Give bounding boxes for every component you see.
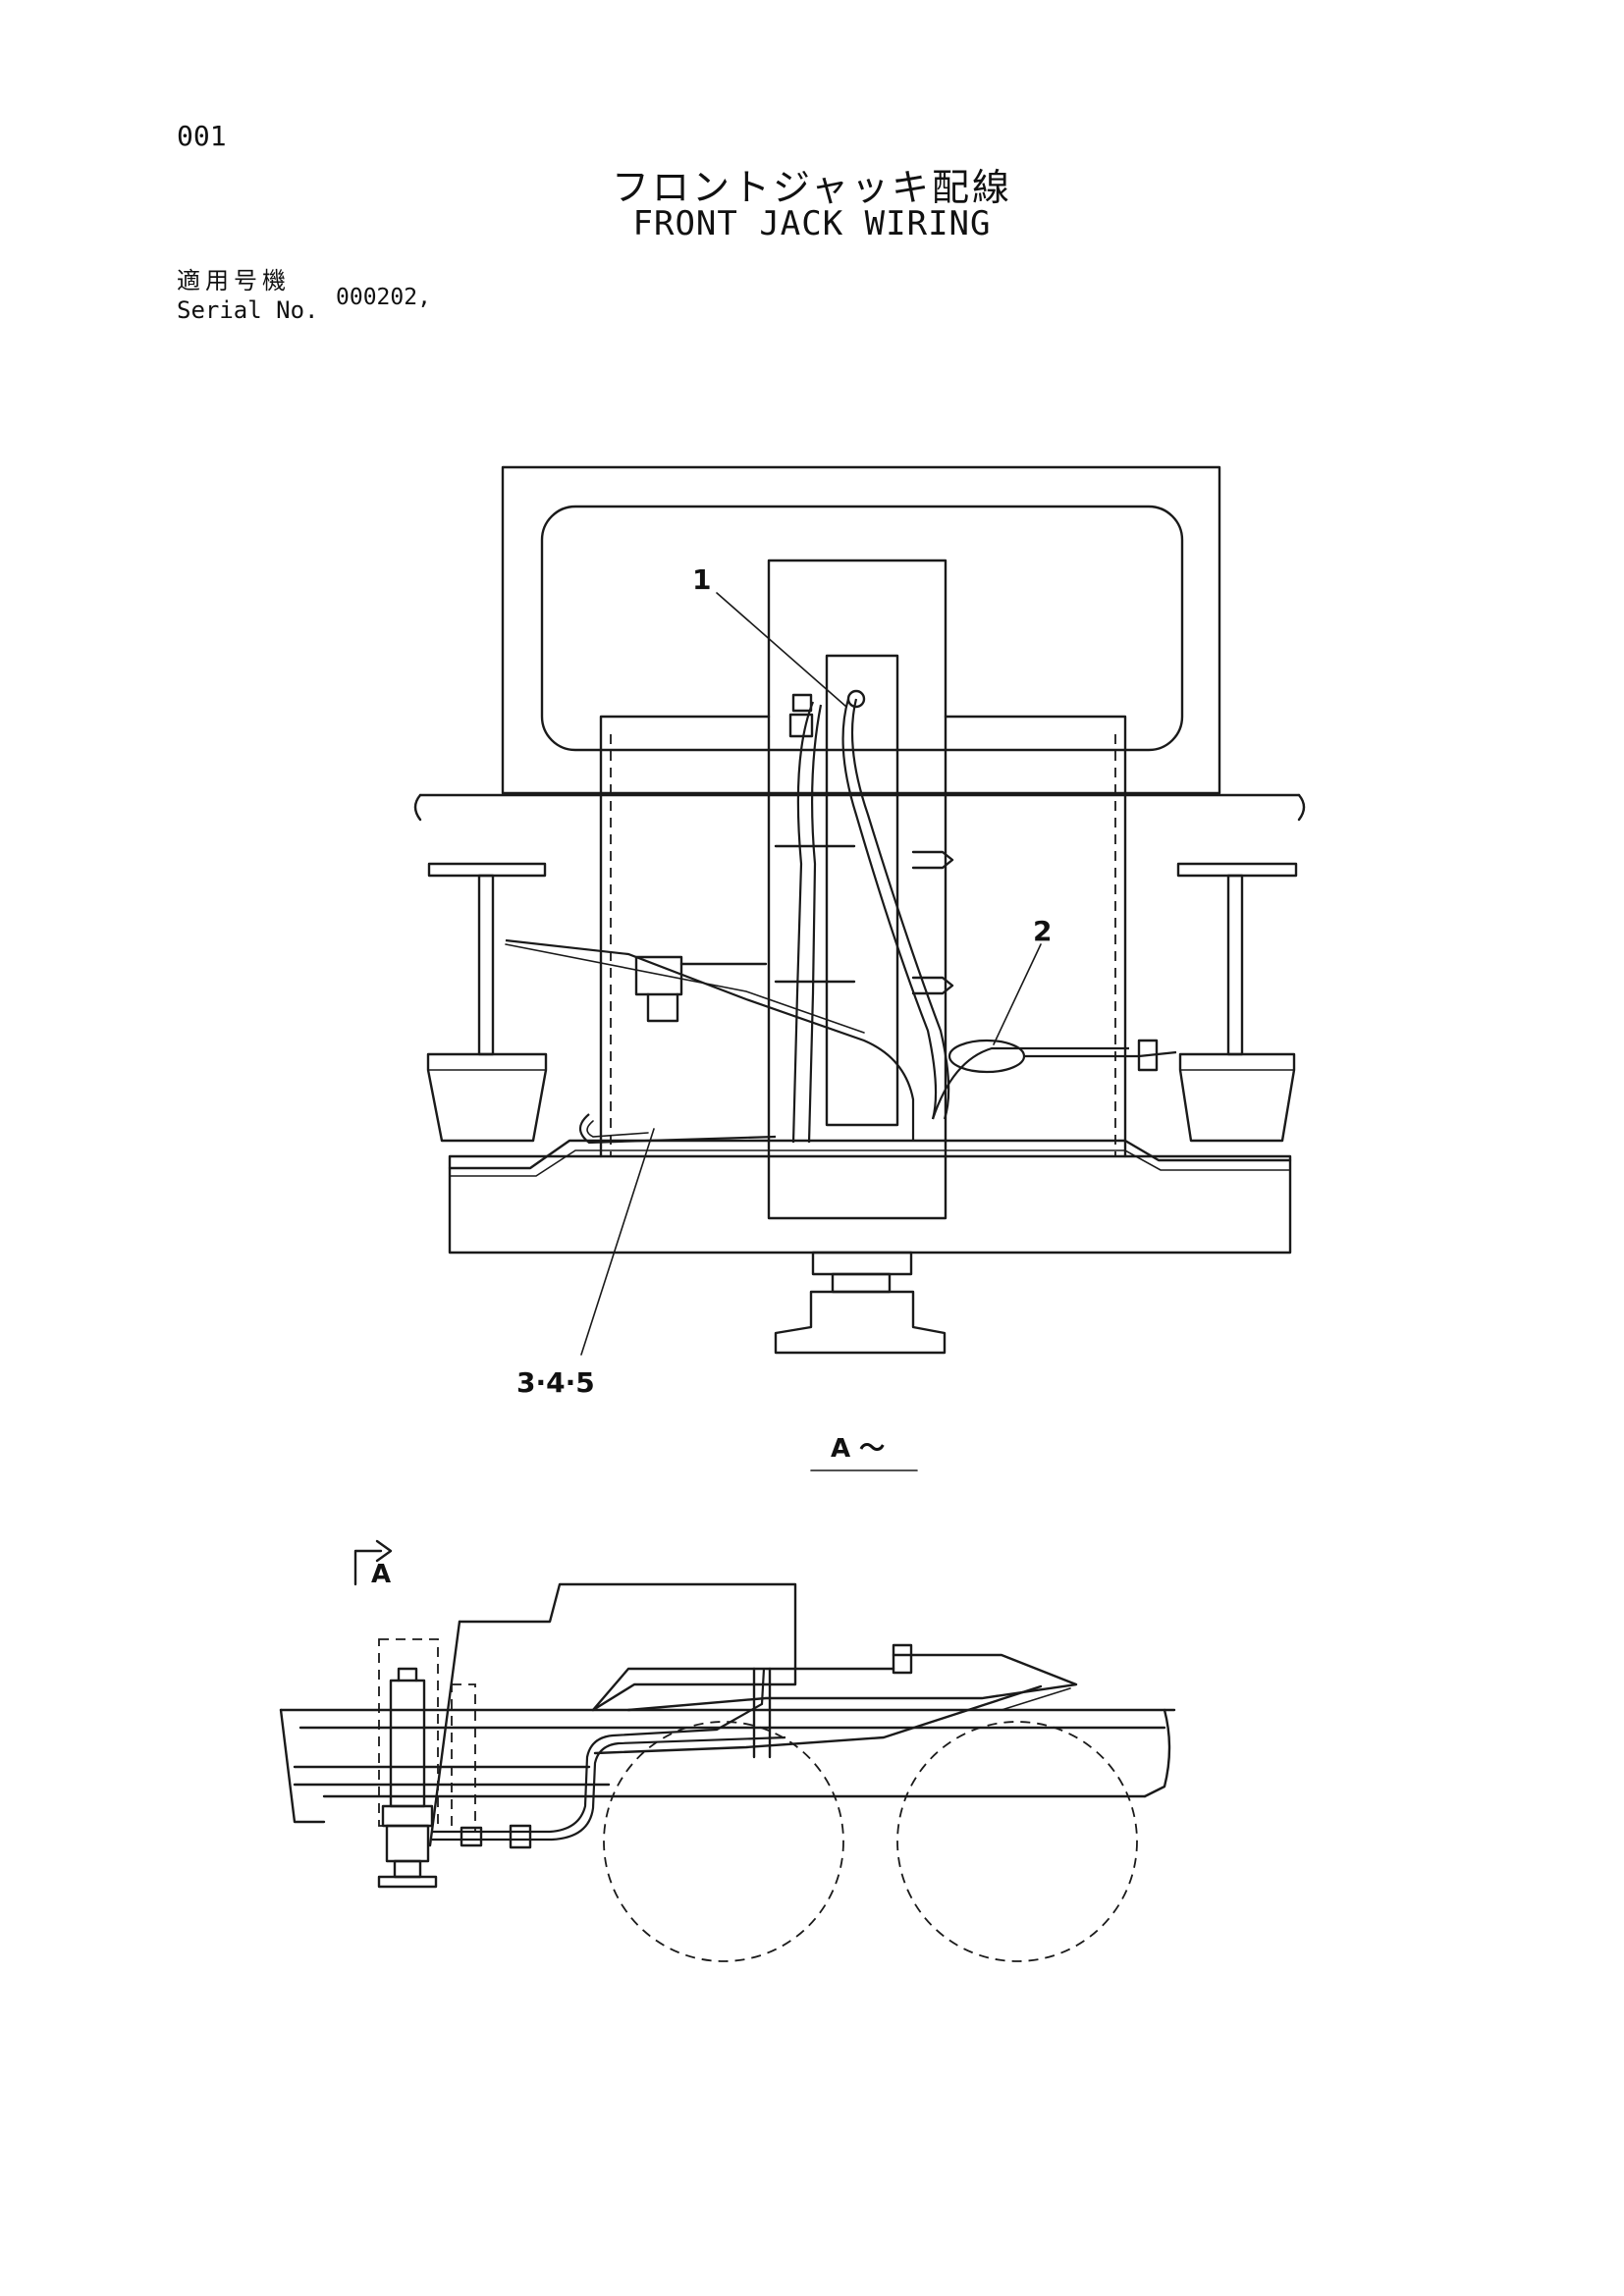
callout-part-1: 1	[692, 563, 711, 596]
body-box	[599, 715, 1127, 1158]
view-label-a: A ～	[831, 1434, 885, 1464]
connector-bulb	[947, 1039, 1026, 1074]
frame-break-marks	[413, 793, 1306, 822]
hose-left	[791, 701, 815, 1144]
deck	[626, 1653, 1078, 1712]
section-marker-label: A	[371, 1560, 391, 1589]
front-view: 1 2 3·4·5 A ～	[413, 465, 1306, 1471]
center-column	[767, 559, 947, 1220]
jack-column-hidden	[378, 1638, 439, 1827]
cab-outline	[501, 465, 1221, 795]
callout-part-3-4-5: 3·4·5	[516, 1366, 595, 1399]
jack-foot	[774, 1290, 947, 1355]
frame-rail	[448, 1139, 1292, 1170]
jack-rod	[811, 1251, 913, 1276]
body-hidden-lines	[610, 734, 1116, 1156]
side-jack-cylinder	[389, 1679, 426, 1808]
cab-window	[540, 505, 1184, 752]
clamps	[774, 844, 856, 984]
right-outrigger	[1176, 862, 1298, 1143]
leader-1	[716, 592, 847, 708]
rear-wheel	[896, 1721, 1138, 1962]
title-english: FRONT JACK WIRING	[632, 204, 992, 243]
side-clamps	[460, 1824, 532, 1849]
bracket	[634, 955, 683, 996]
serial-number-value: 000202,	[336, 285, 431, 310]
serial-label-japanese: 適用号機	[177, 267, 291, 294]
left-outrigger	[426, 862, 548, 1143]
lower-frame	[448, 1154, 1292, 1255]
jack-cylinder	[825, 654, 899, 1127]
side-view: A	[279, 1539, 1176, 1962]
section-marker	[353, 1549, 383, 1586]
terminal-1	[846, 689, 866, 709]
page-number: 001	[177, 120, 227, 152]
leader-3-4-5	[580, 1128, 655, 1356]
side-wiring	[432, 1668, 766, 1834]
title-japanese: フロントジャッキ配線	[611, 166, 1013, 209]
callout-part-2: 2	[1033, 915, 1052, 947]
wire-left-branch	[505, 938, 915, 1141]
cab-body	[458, 1582, 797, 1712]
hose-right	[841, 698, 938, 1120]
serial-label-english: Serial No.	[177, 296, 319, 324]
front-wheel	[603, 1721, 844, 1962]
wire-right-branch	[931, 1046, 1129, 1120]
side-jack-foot	[377, 1875, 438, 1889]
wire-loop-left	[578, 1113, 777, 1145]
leader-2	[993, 943, 1042, 1045]
